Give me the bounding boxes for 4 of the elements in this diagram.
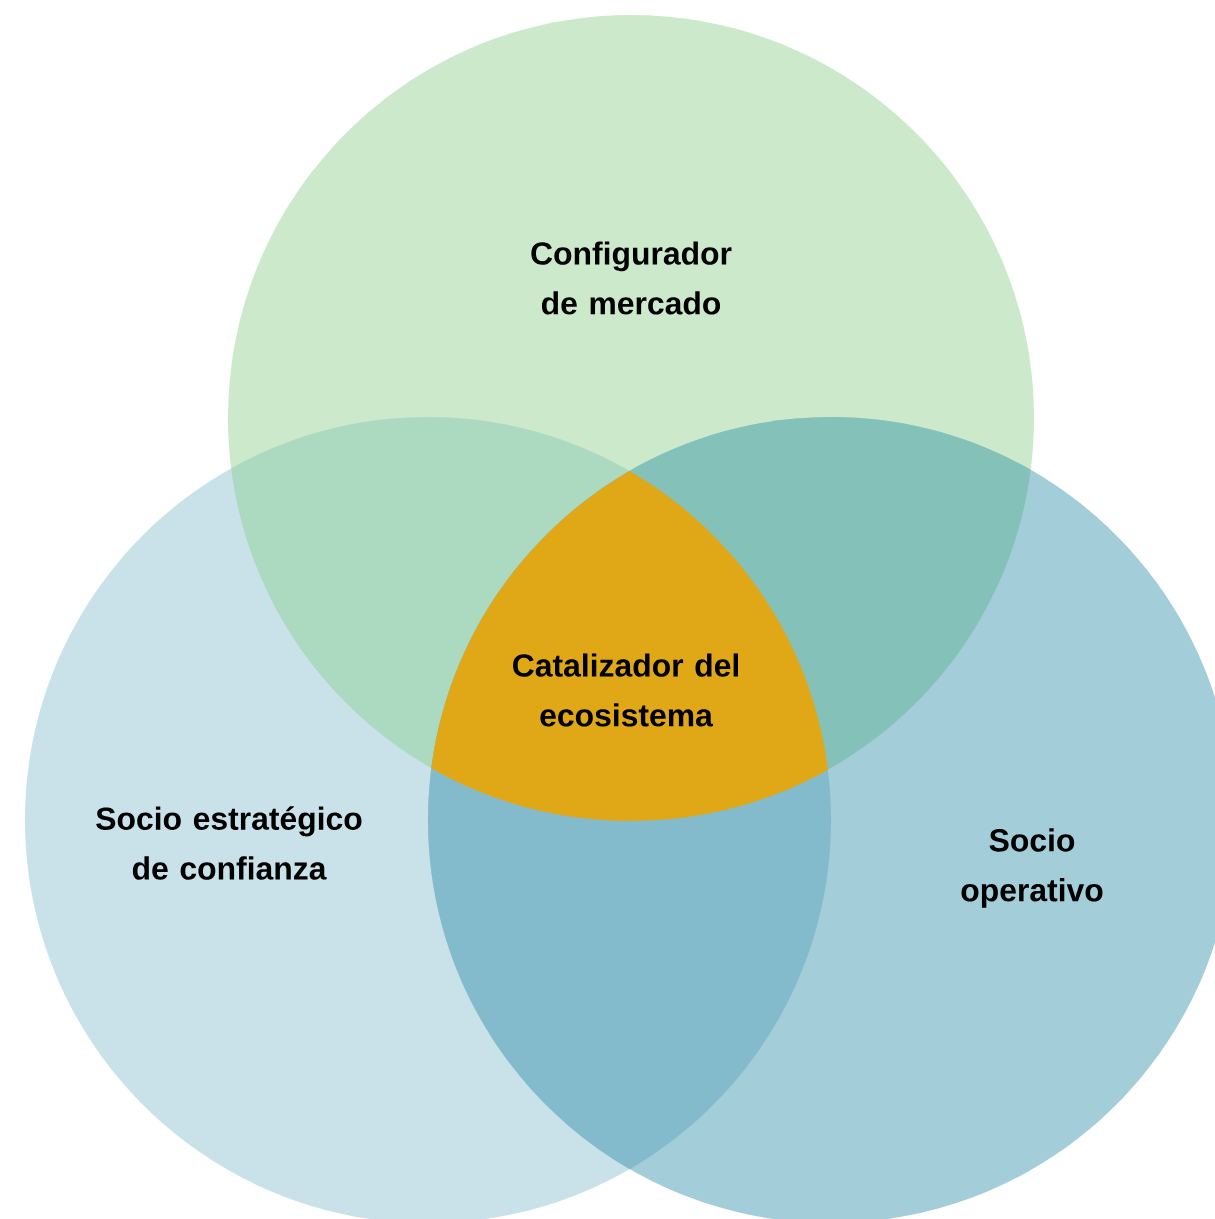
circle-label: Configurador de mercado — [531, 241, 732, 315]
circle-label: Socio estratégico de confianza — [96, 806, 362, 880]
region-label: Catalizador del ecosistema — [513, 653, 738, 727]
circle-label: Socio operativo — [961, 828, 1103, 908]
